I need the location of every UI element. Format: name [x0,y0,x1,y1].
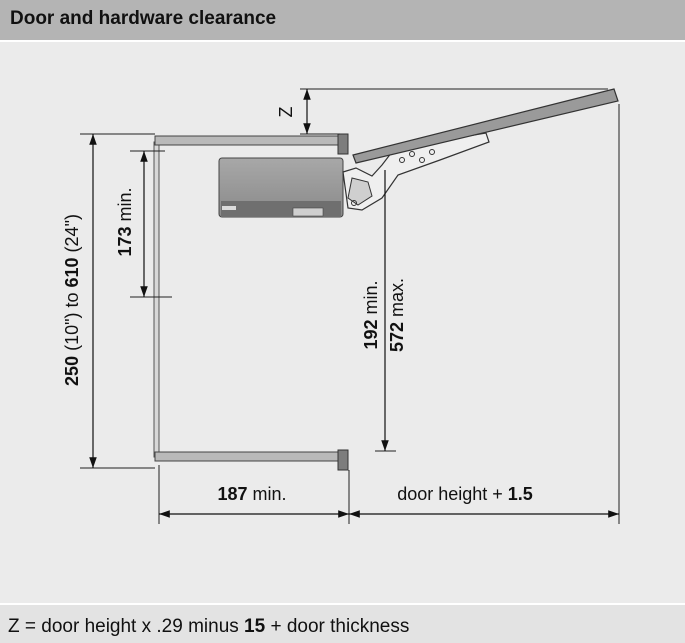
footer-bar: Z = door height x .29 minus 15 + door th… [0,605,685,643]
min-192-label: 192 min. [361,280,381,349]
bottom-panel [154,451,341,462]
open-door [352,88,619,164]
z-label: Z [276,107,296,118]
cabinet-side-panel [153,141,160,458]
footer-divider [0,603,685,605]
top-panel-front-edge [337,133,349,155]
bottom-panel-front-edge [337,449,349,471]
min-173-label: 173 min. [115,187,135,256]
header-bar: Door and hardware clearance [0,0,685,40]
height-range-label: 250 (10") to 610 (24") [62,214,82,386]
top-panel [154,135,341,146]
lift-mechanism-housing [218,157,344,218]
max-572-label: 572 max. [387,278,407,352]
header-divider [0,40,685,42]
clearance-diagram: Z 173 min. 250 (10") to 610 (24") 192 mi… [62,88,620,524]
lift-arm [342,132,490,211]
page-title: Door and hardware clearance [10,8,277,29]
z-formula: Z = door height x .29 minus 15 + door th… [8,616,410,637]
door-height-label: door height + 1.5 [397,484,533,504]
width-187-label: 187 min. [217,484,286,504]
